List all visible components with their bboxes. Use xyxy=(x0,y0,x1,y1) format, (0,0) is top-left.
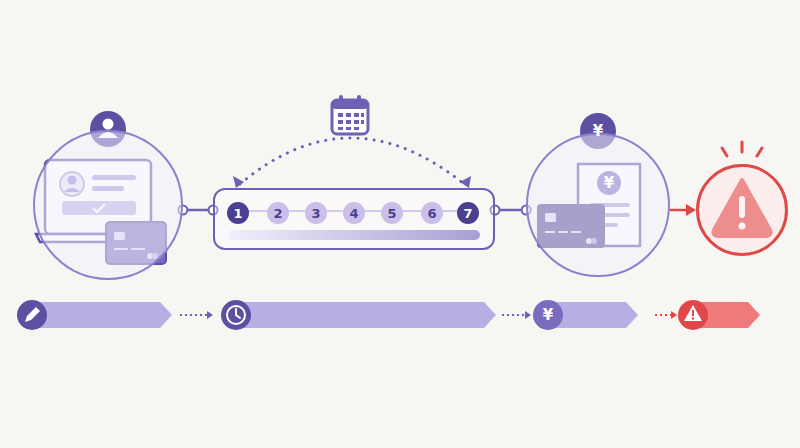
connector xyxy=(178,206,217,215)
day-number: 7 xyxy=(457,202,479,224)
connector xyxy=(491,206,531,215)
currency-symbol: ¥ xyxy=(593,124,603,139)
day-number: 5 xyxy=(381,202,403,224)
calendar-icon xyxy=(332,95,368,134)
day-number: 1 xyxy=(227,202,249,224)
node-text: 7 xyxy=(463,206,472,221)
node-text: 1 xyxy=(233,206,242,221)
node-text: 6 xyxy=(427,206,436,221)
currency-symbol: ¥ xyxy=(543,308,553,323)
dotted-arc xyxy=(240,138,464,184)
arrow-head xyxy=(233,176,244,188)
currency-symbol: ¥ xyxy=(604,176,614,191)
signup-circle xyxy=(33,130,183,280)
day-number: 3 xyxy=(305,202,327,224)
trial-period-box: 1 2 3 4 5 6 7 xyxy=(213,188,495,250)
node-text: 5 xyxy=(387,206,396,221)
node-text: 2 xyxy=(273,206,282,221)
warning-circle xyxy=(696,164,788,256)
day-number: 6 xyxy=(421,202,443,224)
arrow-head xyxy=(460,176,471,188)
bottom-stage-bar xyxy=(17,300,760,330)
node-text: 4 xyxy=(349,206,358,221)
day-number: 4 xyxy=(343,202,365,224)
day-number: 2 xyxy=(267,202,289,224)
billing-circle xyxy=(526,133,670,277)
node-text: 3 xyxy=(311,206,320,221)
connector xyxy=(670,204,696,216)
